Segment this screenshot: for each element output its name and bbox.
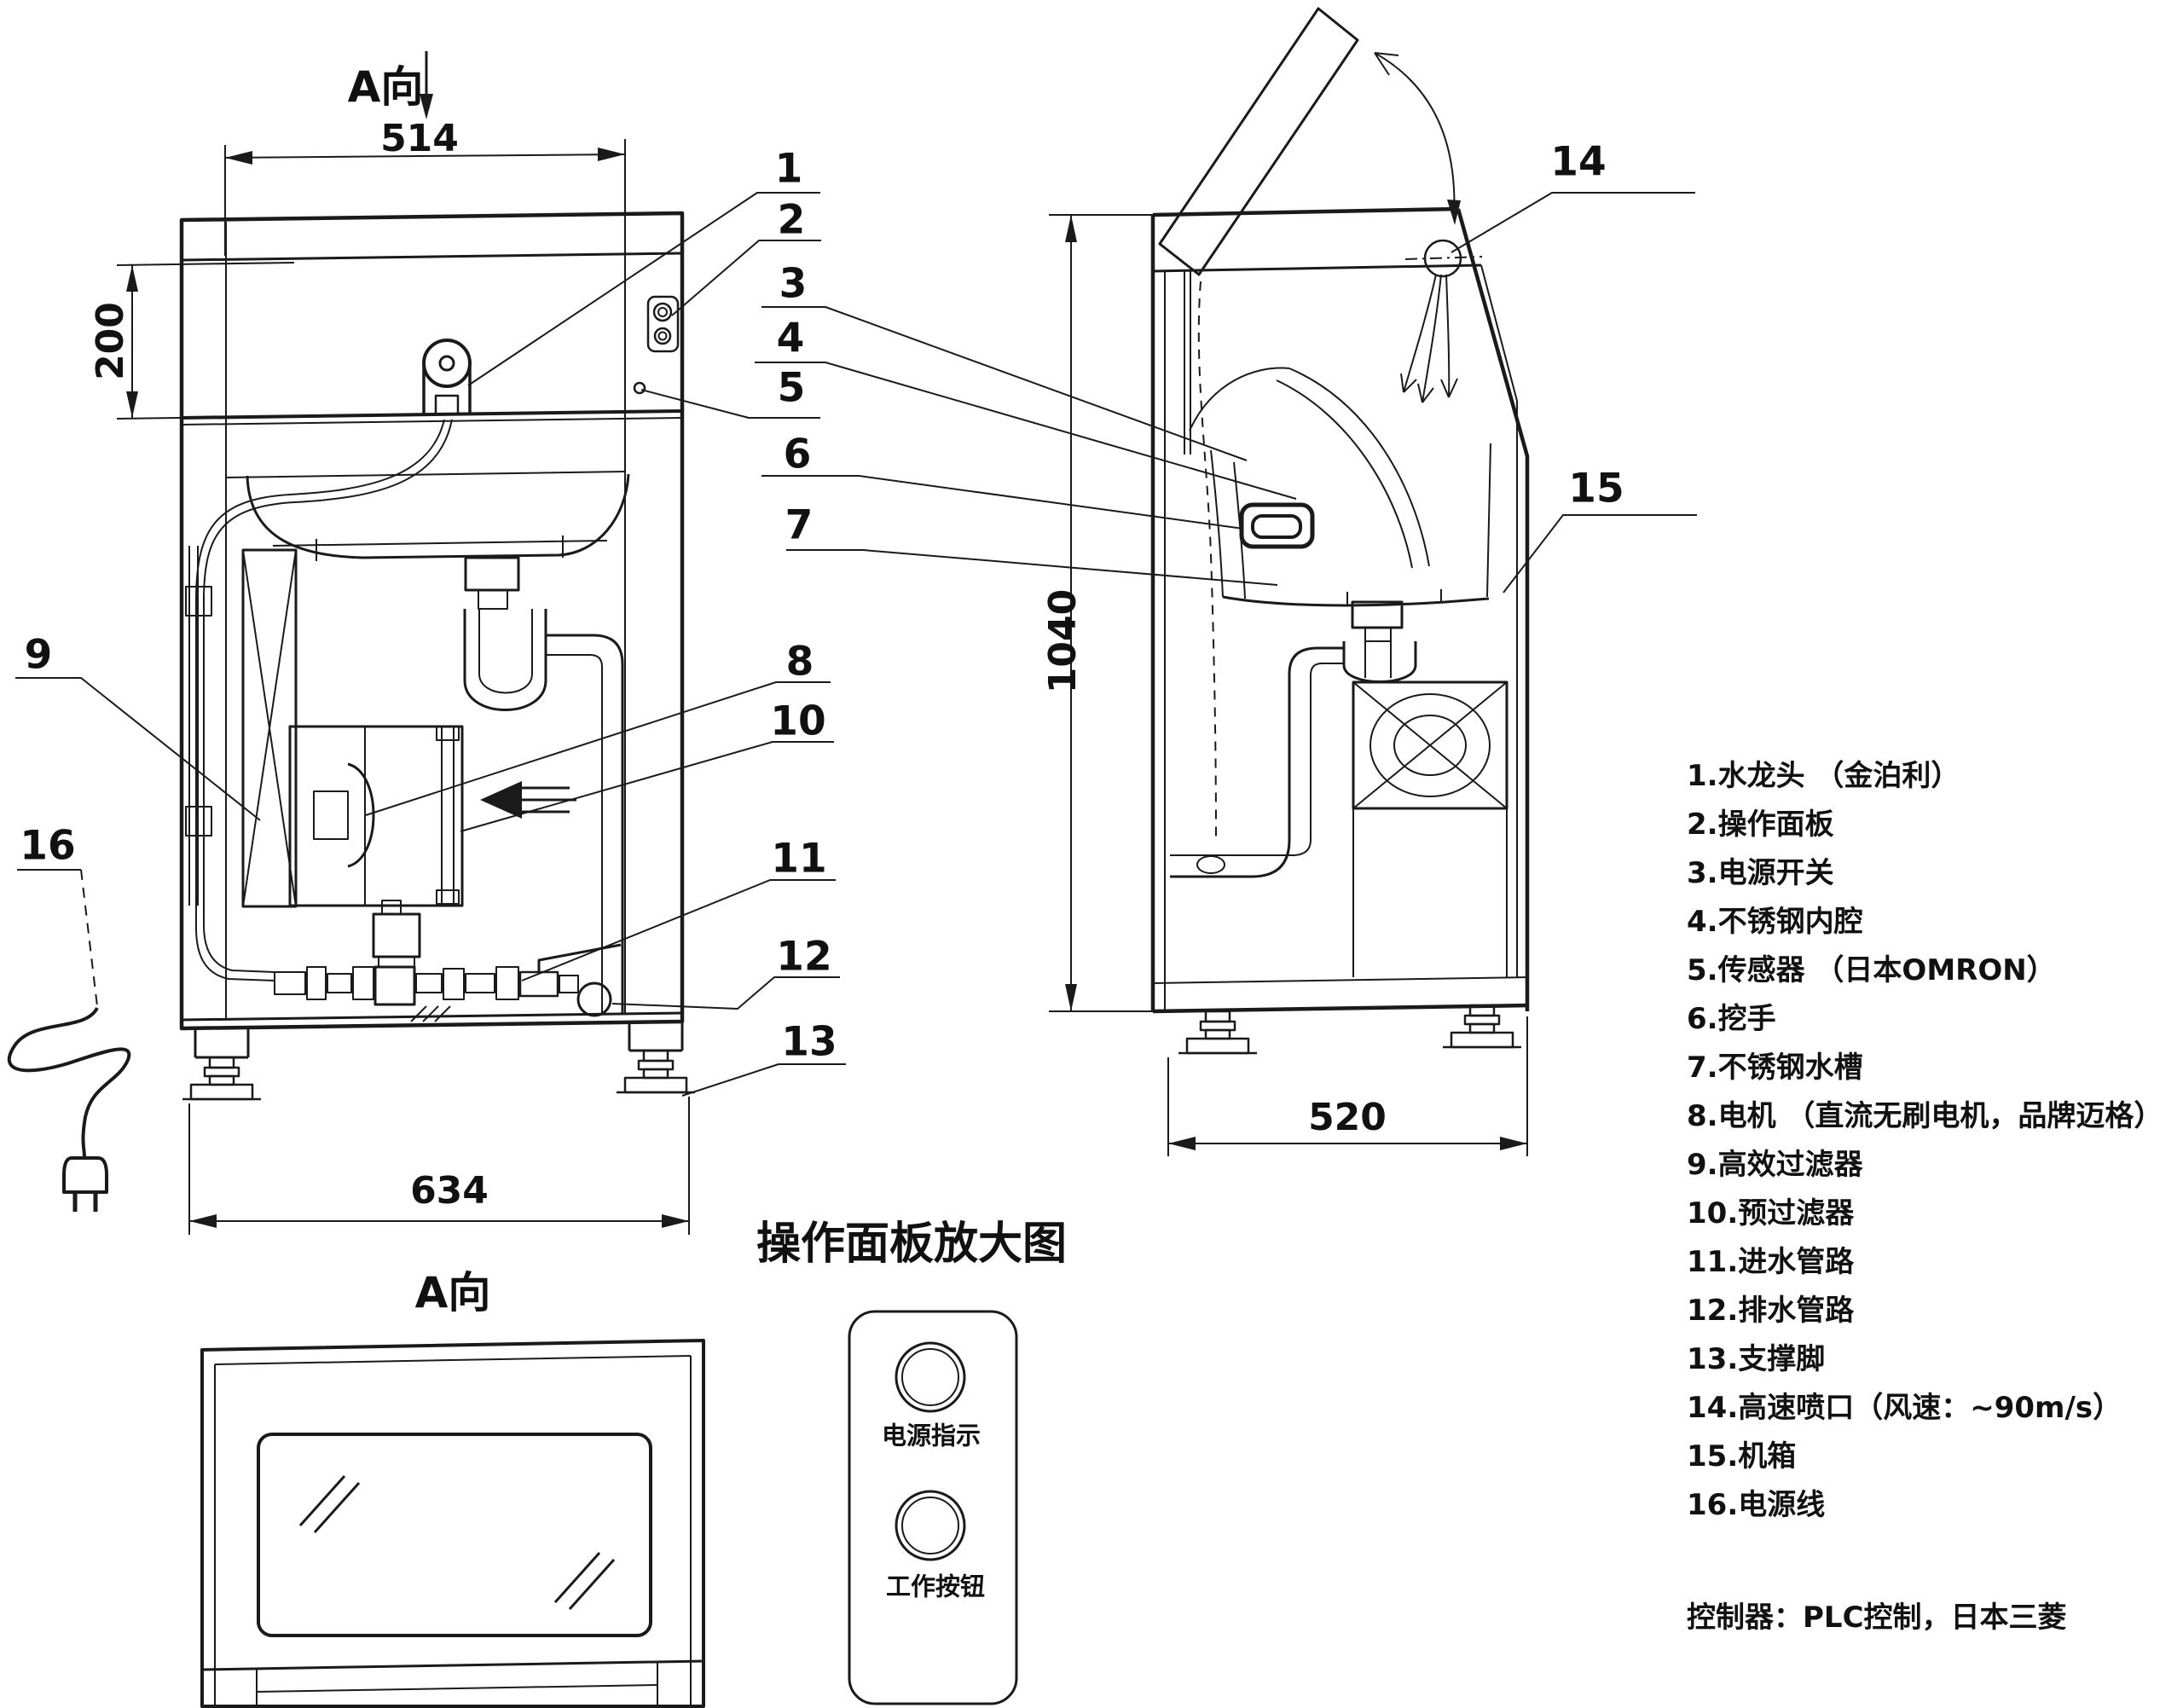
legend-item-7: 7.不锈钢水槽 bbox=[1687, 1051, 1863, 1085]
panel-enlarged-title: 操作面板放大图 bbox=[756, 1219, 1068, 1270]
callout-16: 16 bbox=[20, 822, 76, 870]
legend-item-1: 1.水龙头 （金泊利） bbox=[1687, 759, 1960, 793]
legend-item-6: 6.挖手 bbox=[1687, 1002, 1776, 1036]
legend-item-16: 16.电源线 bbox=[1687, 1488, 1826, 1522]
side-dimensions bbox=[1049, 214, 1528, 1156]
a-direction-view-linework bbox=[200, 1339, 705, 1708]
legend-controller-note: 控制器：PLC控制，日本三菱 bbox=[1687, 1601, 2067, 1635]
control-panel-linework bbox=[848, 1310, 1018, 1705]
work-button-label: 工作按钮 bbox=[885, 1572, 986, 1601]
front-view-direction-label: A向 bbox=[347, 62, 424, 112]
side-view-linework bbox=[1150, 7, 1530, 1055]
hand-grip-cutout bbox=[1239, 502, 1315, 549]
lid-flap bbox=[1158, 7, 1359, 276]
callout-7: 7 bbox=[785, 501, 814, 549]
legend-item-8: 8.电机 （直流无刷电机，品牌迈格） bbox=[1687, 1099, 2163, 1133]
nozzle-circle bbox=[1423, 239, 1462, 278]
front-dimensions bbox=[116, 51, 690, 1235]
legend-item-4: 4.不锈钢内腔 bbox=[1687, 905, 1863, 939]
callout-10: 10 bbox=[770, 698, 826, 745]
dim-514: 514 bbox=[380, 117, 459, 160]
power-indicator-label: 电源指示 bbox=[881, 1421, 981, 1450]
legend-item-2: 2.操作面板 bbox=[1687, 808, 1834, 842]
callout-3: 3 bbox=[779, 260, 808, 308]
callout-4: 4 bbox=[776, 315, 805, 362]
dim-634: 634 bbox=[410, 1169, 489, 1213]
callout-9: 9 bbox=[24, 631, 53, 679]
side-feet bbox=[1178, 1004, 1521, 1055]
legend-item-3: 3.电源开关 bbox=[1687, 856, 1834, 890]
callout-11: 11 bbox=[771, 835, 827, 883]
callout-6: 6 bbox=[783, 431, 812, 478]
callout-1: 1 bbox=[774, 145, 803, 193]
callout-8: 8 bbox=[785, 638, 814, 686]
work-button-circle bbox=[895, 1490, 966, 1561]
air-jet-arrows bbox=[1400, 274, 1458, 403]
dim-200: 200 bbox=[89, 302, 132, 380]
legend-item-11: 11.进水管路 bbox=[1687, 1245, 1855, 1279]
airflow-arrow bbox=[480, 781, 576, 819]
faucet-symbol bbox=[422, 339, 472, 416]
panel-view-direction-label: A向 bbox=[414, 1268, 491, 1317]
callout-12: 12 bbox=[776, 933, 832, 981]
dim-1040: 1040 bbox=[1041, 588, 1085, 694]
legend-item-13: 13.支撑脚 bbox=[1687, 1342, 1826, 1376]
callout-15: 15 bbox=[1568, 465, 1624, 512]
legend-item-14: 14.高速喷口（风速：~90m/s） bbox=[1687, 1391, 2122, 1425]
sensor-dot bbox=[633, 381, 646, 395]
legend-item-9: 9.高效过滤器 bbox=[1687, 1148, 1863, 1182]
power-cord bbox=[7, 1006, 131, 1212]
legend-item-12: 12.排水管路 bbox=[1687, 1294, 1855, 1328]
legend-item-10: 10.预过滤器 bbox=[1687, 1196, 1855, 1230]
dim-520: 520 bbox=[1308, 1096, 1387, 1139]
legend-item-5: 5.传感器 （日本OMRON） bbox=[1687, 953, 2056, 987]
callout-13: 13 bbox=[781, 1018, 837, 1066]
callout-leaders bbox=[15, 192, 1697, 1097]
power-switch-panel-symbol bbox=[646, 295, 680, 353]
callout-2: 2 bbox=[777, 196, 806, 244]
callout-5: 5 bbox=[777, 364, 806, 412]
power-indicator-circle bbox=[895, 1341, 966, 1413]
fan-box bbox=[1352, 680, 1508, 977]
callout-14: 14 bbox=[1550, 138, 1607, 186]
legend-item-15: 15.机箱 bbox=[1687, 1439, 1797, 1474]
front-feet bbox=[182, 1049, 695, 1101]
front-view-linework bbox=[7, 211, 695, 1212]
